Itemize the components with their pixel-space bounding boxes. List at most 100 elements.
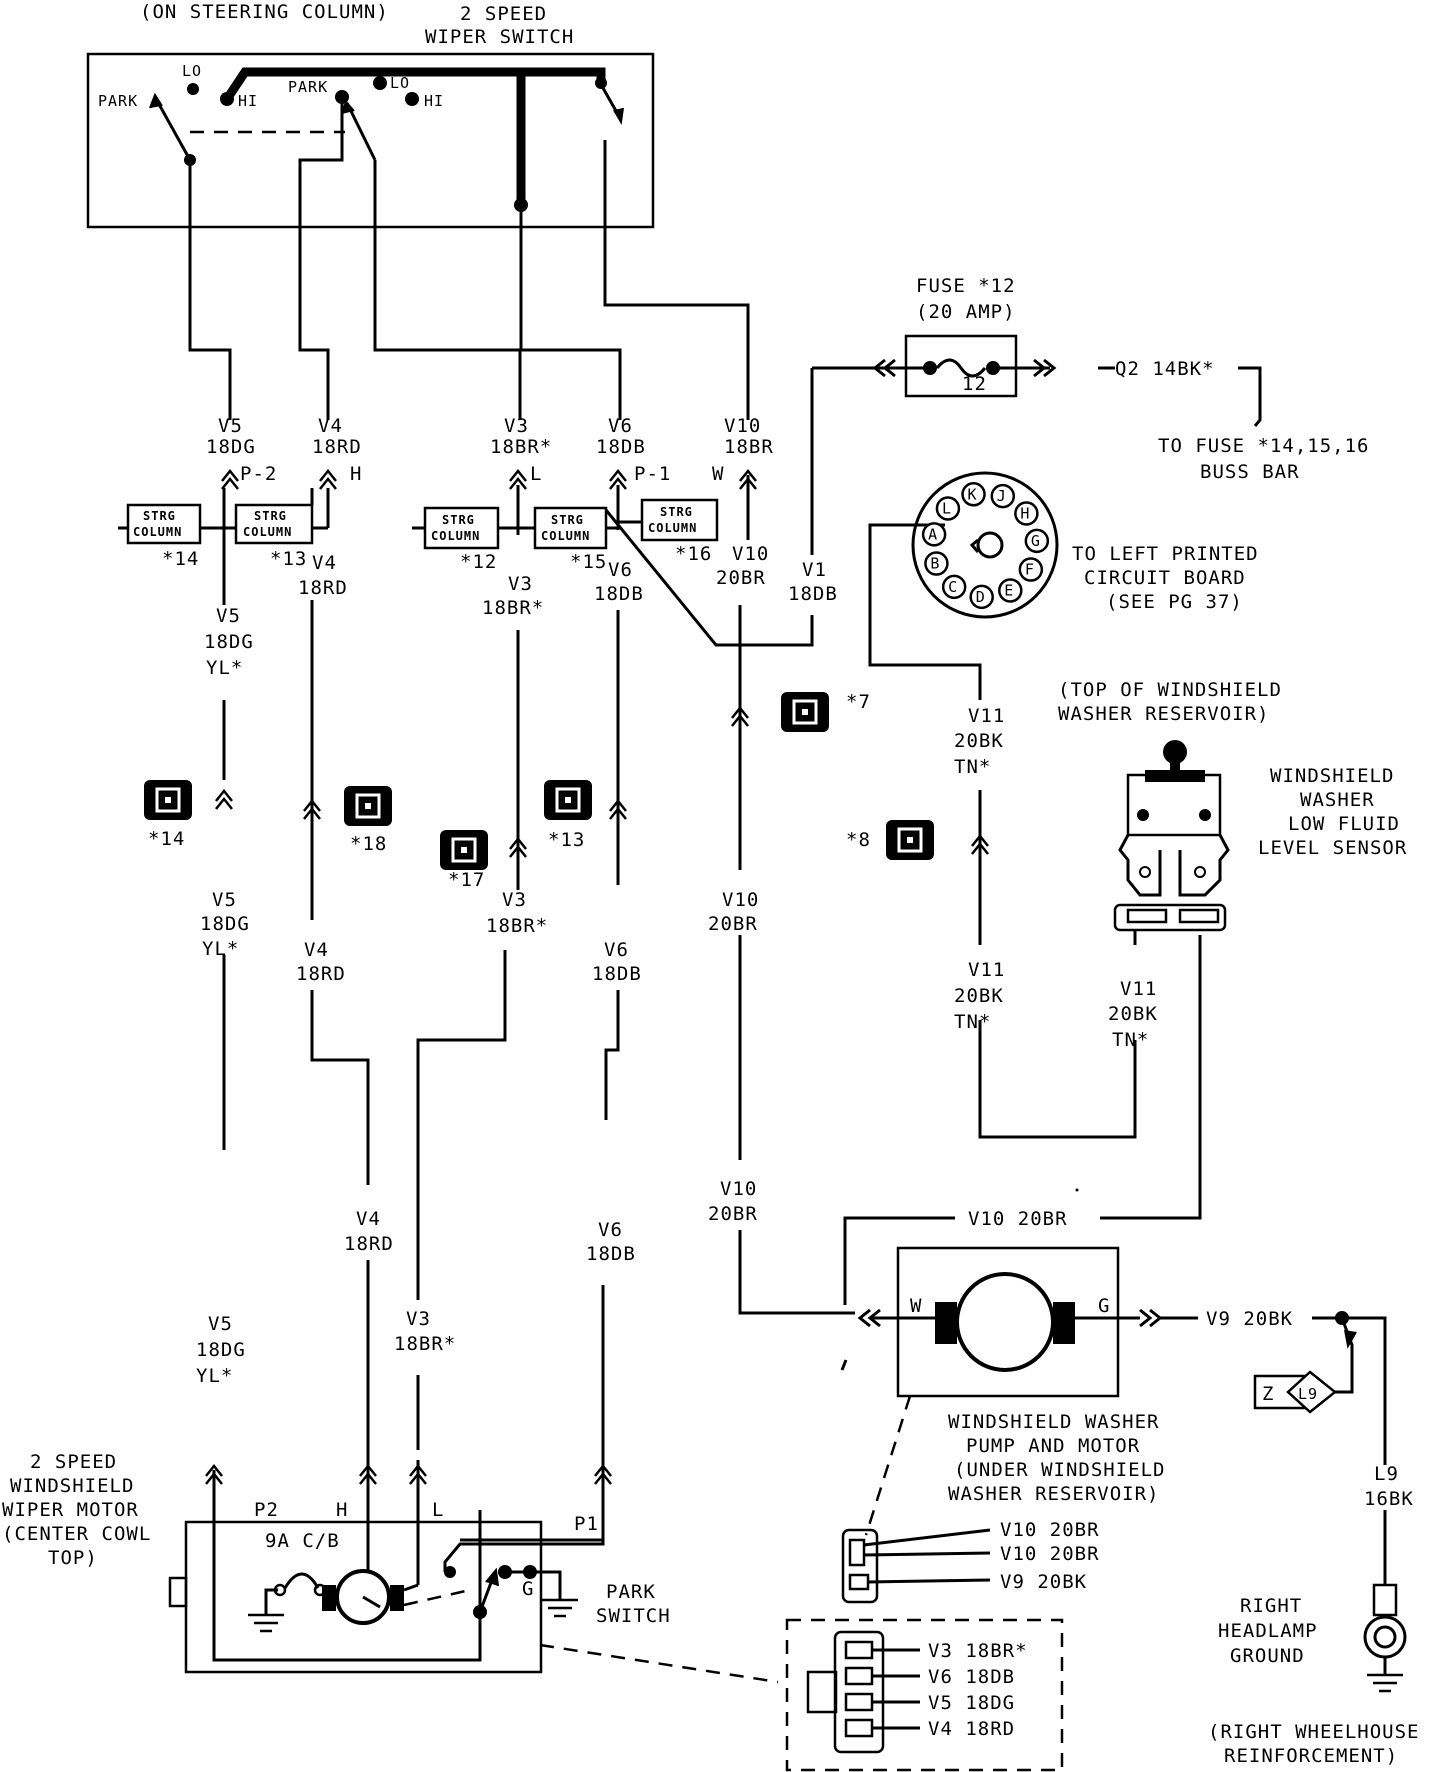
v3-bot-code: V3 [406,1308,431,1330]
v3-mid-code: V3 [508,573,533,595]
splice-18: *18 [350,833,387,855]
fuse-number: 12 [962,373,987,395]
v4-top-gauge: 18RD [312,436,362,458]
pump-conn-pin-3: V9 20BK [1000,1571,1087,1593]
ground-label-5: REINFORCEMENT) [1224,1745,1398,1767]
v10-low-code: V10 [722,889,759,911]
v5-bot-gauge: 18DG [196,1339,246,1361]
pump-label-2: PUMP AND MOTOR [966,1435,1140,1457]
v9-horiz-label: V9 20BK [1206,1308,1293,1330]
v5-mid-code: V5 [216,605,241,627]
low-fluid-sensor: (TOP OF WINDSHIELD WASHER RESERVOIR) WIN… [1058,679,1406,945]
motor-conn-pin-1: V3 18BR* [928,1640,1028,1662]
cb-pin-a [921,522,947,547]
svg-text:STRG: STRG [551,513,584,527]
park2-label: PARK [288,78,328,96]
ground-label-1: RIGHT [1240,1595,1302,1617]
strg-connector-15: STRG COLUMN *15 [533,506,608,573]
sensor-label-1: WINDSHIELD [1270,765,1394,787]
v11c-gauge: 20BK [1108,1003,1158,1025]
motor-conn-cavity-4 [844,1718,874,1738]
park1-label: PARK [98,92,138,110]
ground-z: Z [1262,1383,1274,1405]
pump-w-pin: W [910,1295,922,1317]
sensor-label-2: WASHER [1300,789,1375,811]
v5-low-gauge: 18DG [200,913,250,935]
l9-gauge: 16BK [1364,1488,1414,1510]
cb-pin-label-k: K [968,485,978,503]
fuse-title: FUSE *12 [916,275,1016,297]
svg-text:STRG: STRG [143,509,176,523]
cb-pin-c [941,574,967,600]
q2-label: Q2 14BK* [1115,358,1215,380]
v5-low-code: V5 [212,889,237,911]
pump-g-pin: G [1098,1295,1110,1317]
cb-pin-f [1018,557,1044,582]
v11a-gauge: 20BK [954,730,1004,752]
lo1-label: LO [182,62,202,80]
svg-text:*13: *13 [270,548,307,570]
sensor-caption-2: WASHER RESERVOIR) [1058,703,1269,725]
v5-bot-code: V5 [208,1313,233,1335]
pin-p1: P-1 [634,463,671,485]
cb-pin-label-e: E [1004,581,1014,599]
switch-title-2: WIPER SWITCH [425,26,574,48]
pin-w: W [712,463,724,485]
v3-top-code: V3 [504,415,529,437]
v5-bot-color: YL* [196,1365,233,1387]
motor-l: L [432,1499,444,1521]
v3-top-gauge: 18BR* [490,436,552,458]
svg-text:COLUMN: COLUMN [243,525,292,539]
fuse-rating: (20 AMP) [916,301,1016,323]
cb-pin-label-h: H [1020,505,1030,523]
cb-pin-label-l: L [942,500,952,518]
fuse-12: FUSE *12 (20 AMP) 12 Q2 14BK* TO FUSE *1… [872,275,1369,483]
v6-bot-gauge: 18DB [586,1243,636,1265]
splice-7: *7 [846,691,871,713]
v6-bot-code: V6 [598,1219,623,1241]
v11a-color: TN* [954,756,991,778]
svg-text:STRG: STRG [254,509,287,523]
svg-text:STRG: STRG [660,505,693,519]
pump-conn-pin-1: V10 20BR [1000,1519,1100,1541]
sensor-caption-1: (TOP OF WINDSHIELD [1058,679,1282,701]
splice-14: *14 [148,828,185,850]
washer-pump: W G WINDSHIELD WASHER PUMP AND MOTOR (UN… [841,1246,1164,1604]
motor-label-3: WIPER MOTOR [2,1499,139,1521]
cb-pin-l [935,496,961,521]
v10-top-gauge: 18BR [724,436,774,458]
strg-connector-13: STRG COLUMN *13 [234,503,314,570]
v5-mid-gauge: 18DG [204,631,254,653]
v3-bot-gauge: 18BR* [394,1333,456,1355]
v1-mid-gauge: 18DB [788,583,838,605]
pin-p2: P-2 [240,463,277,485]
motor-conn-cavity-2 [844,1666,874,1686]
svg-text:COLUMN: COLUMN [431,529,480,543]
motor-p2: P2 [254,1499,279,1521]
v11b-color: TN* [954,1011,991,1033]
v10-low-gauge: 20BR [708,913,758,935]
fuse-dest-1: TO FUSE *14,15,16 [1158,435,1369,457]
motor-g: G [522,1578,534,1600]
cb-pin-e [998,578,1023,603]
v5-top-code: V5 [218,415,243,437]
cb-pin-label-f: F [1025,561,1035,579]
lower-wire-labels: V5 18DG YL* V4 18RD V3 18BR* V6 18DB V10… [196,705,1414,1510]
v4-bot-gauge: 18RD [344,1233,394,1255]
motor-breaker: 9A C/B [265,1530,340,1552]
motor-conn-pin-2: V6 18DB [928,1666,1015,1688]
motor-h: H [336,1499,348,1521]
v3-low-gauge: 18BR* [486,915,548,937]
top-wire-labels: V5 18DG V4 18RD V3 18BR* V6 18DB V10 18B… [206,415,774,485]
pump-label-4: WASHER RESERVOIR) [948,1483,1159,1505]
v6-mid-code: V6 [608,559,633,581]
lo2-label: LO [390,74,410,92]
motor-conn-cavity-3 [844,1692,874,1712]
switch-housing [86,52,655,229]
cb-pin-label-b: B [930,555,940,573]
cb-pin-j [990,483,1016,509]
park-switch-1: PARK [606,1581,656,1603]
cb-label-2: CIRCUIT BOARD [1084,567,1246,589]
cb-pin-label-g: G [1031,532,1041,550]
v6-top-gauge: 18DB [596,436,646,458]
